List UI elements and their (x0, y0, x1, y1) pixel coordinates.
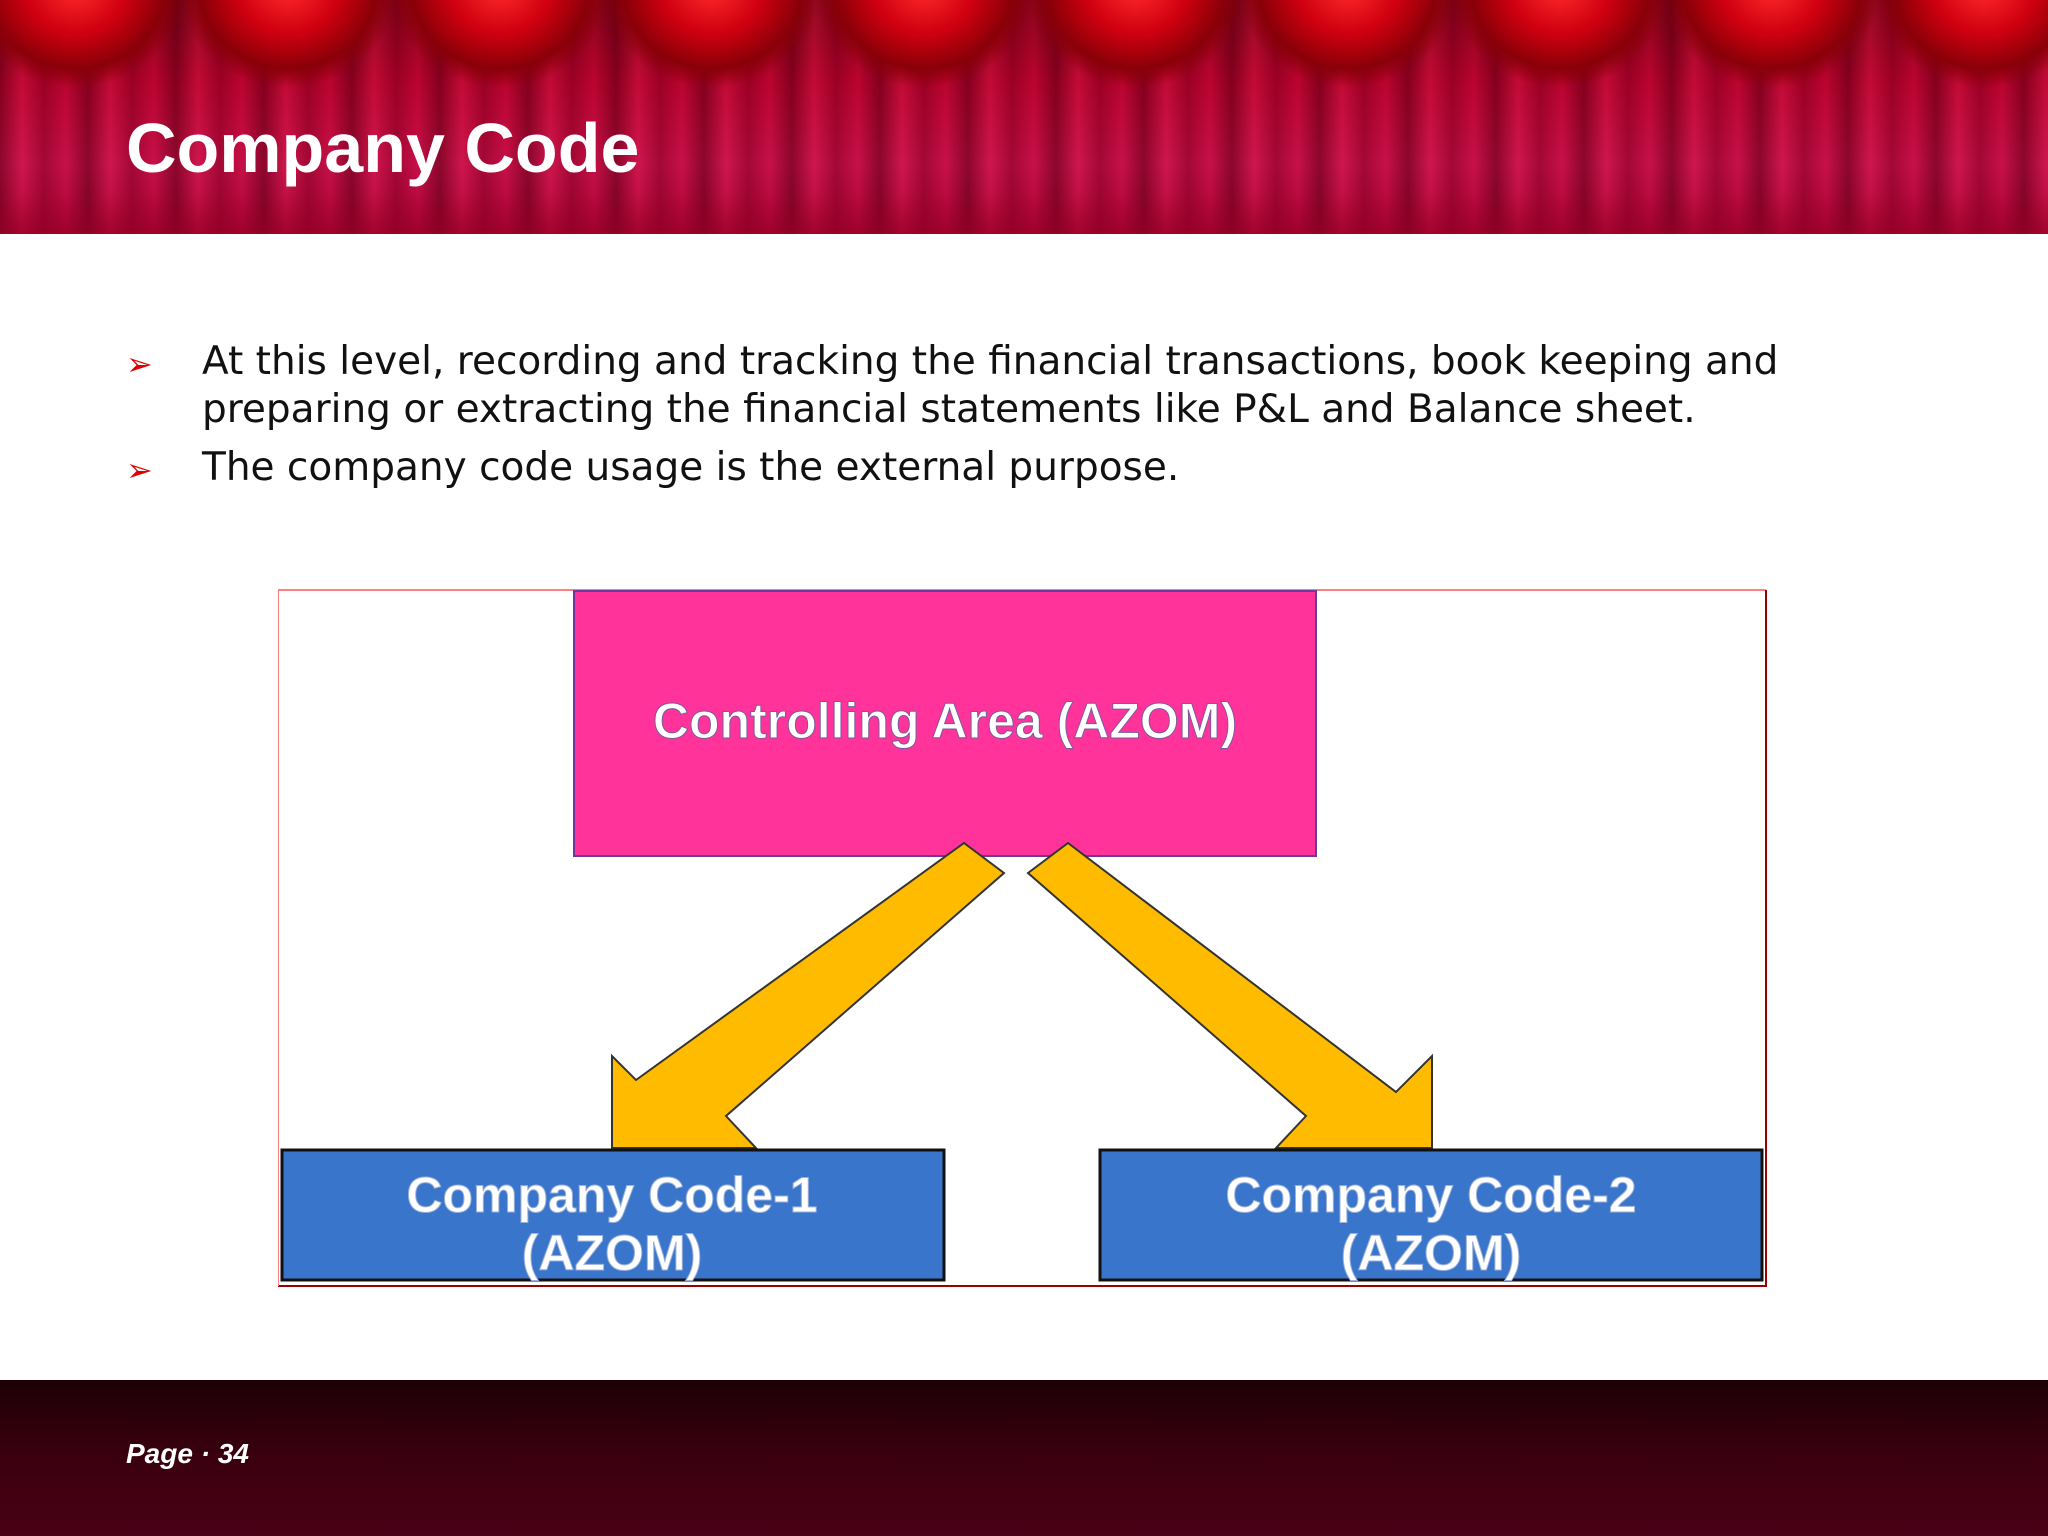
slide-header (0, 0, 2048, 234)
frame-right-bottom (278, 590, 1767, 1287)
page-separator: · (200, 1438, 211, 1469)
page-title: Company Code (126, 109, 640, 187)
page-number-value: 34 (217, 1438, 249, 1469)
controlling-area-label: Controlling Area (AZOM) (653, 693, 1237, 749)
slide-footer (0, 1380, 2048, 1536)
org-diagram: Controlling Area (AZOM) Company Code-1 (… (278, 588, 1768, 1288)
company-code-2-line1: Company Code-2 (1225, 1167, 1636, 1223)
page-label-text: Page (126, 1438, 193, 1469)
arrowhead-icon: ➢ (126, 345, 153, 383)
company-code-2-line2: (AZOM) (1341, 1225, 1522, 1281)
arrowhead-icon: ➢ (126, 451, 153, 489)
curtain-shade (0, 194, 2048, 234)
company-code-1-line1: Company Code-1 (406, 1167, 817, 1223)
company-code-1-line2: (AZOM) (522, 1225, 703, 1281)
bullet-text: The company code usage is the external p… (202, 445, 1180, 490)
org-diagram-svg: Controlling Area (AZOM) Company Code-1 (… (278, 589, 1767, 1287)
curtain-valance (0, 0, 2048, 100)
company-code-1-box (280, 1148, 946, 1282)
bullet-text: At this level, recording and tracking th… (202, 339, 1779, 432)
controlling-area-box (573, 590, 1317, 857)
bullet-item: ➢ At this level, recording and tracking … (126, 338, 1926, 434)
arrow-to-company-code-1 (611, 841, 1006, 1149)
bullet-item: ➢ The company code usage is the external… (126, 444, 1926, 492)
arrow-to-company-code-2 (1026, 841, 1433, 1149)
bullet-list: ➢ At this level, recording and tracking … (126, 338, 1926, 502)
company-code-2-box (1098, 1148, 1764, 1282)
page-number: Page · 34 (126, 1438, 249, 1470)
